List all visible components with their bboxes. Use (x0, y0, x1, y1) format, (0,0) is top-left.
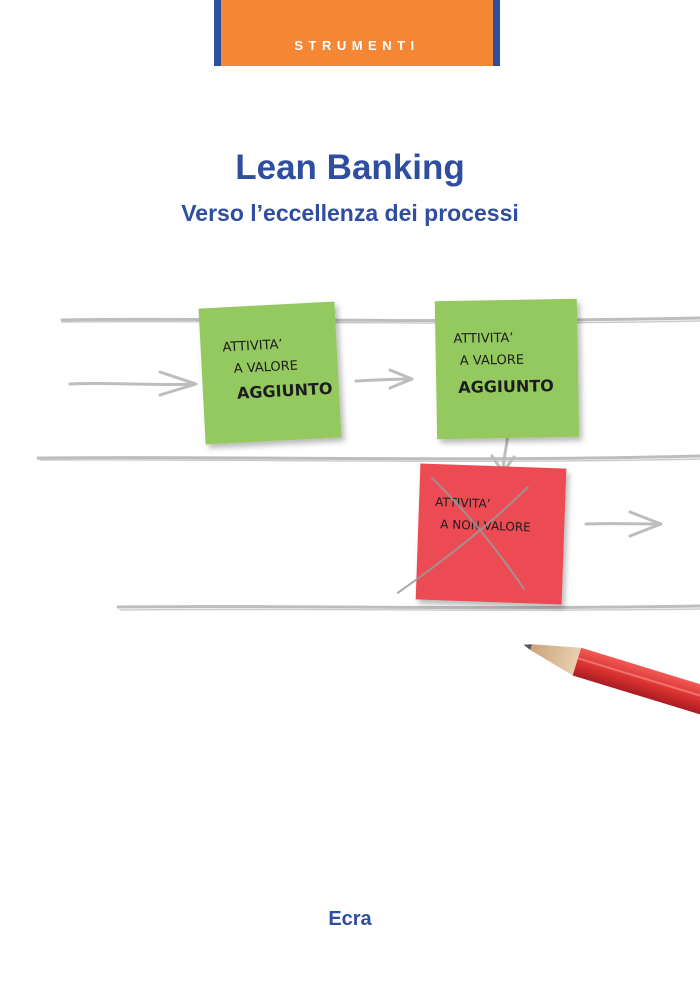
svg-text:ATTIVITA’ A NON VALORE: ATTIVITA’ A NON VALORE (434, 495, 532, 534)
sticky-note-value-added-1: ATTIVITA’ A VALORE AGGIUNTO (198, 301, 342, 445)
book-subtitle: Verso l’eccellenza dei processi (181, 200, 519, 226)
sketch-arrow-icon (68, 370, 198, 397)
note-1-line-1: ATTIVITA’ (222, 337, 283, 355)
process-line-top (60, 316, 700, 323)
series-tab: STRUMENTI (214, 0, 500, 66)
process-lines (36, 316, 700, 611)
pencil-body (572, 647, 700, 730)
note-2-line-3: AGGIUNTO (458, 376, 554, 397)
series-tab-background (221, 0, 493, 66)
red-pencil-icon (523, 644, 700, 730)
process-line-bottom (116, 604, 700, 610)
cross-out-mark (396, 476, 529, 594)
process-line-middle (36, 454, 700, 461)
sticky-note-non-value: ATTIVITA’ A NON VALORE (396, 463, 567, 605)
book-title: Lean Banking (235, 148, 465, 187)
note-1-line-3: AGGIUNTO (237, 379, 333, 403)
process-illustration: ATTIVITA’ A VALORE AGGIUNTO ATTIVITA’ A … (36, 298, 700, 730)
svg-text:ATTIVITA’ A VALORE: ATTIVITA’ A VALORE AGGIUNTO (222, 335, 333, 404)
sketch-arrow-icon (584, 510, 663, 538)
pencil-tip (523, 644, 533, 650)
note-1-line-2: A VALORE (233, 359, 298, 377)
note-2-line-2: A VALORE (460, 353, 525, 369)
note-2-line-1: ATTIVITA’ (453, 331, 513, 347)
svg-text:ATTIVITA’ A VALORE: ATTIVITA’ A VALORE AGGIUNTO (453, 330, 554, 397)
pencil-wood (530, 644, 582, 676)
publisher-name: Ecra (328, 908, 372, 930)
sketch-arrow-icon (354, 368, 414, 390)
note-3-line-1: ATTIVITA’ (435, 495, 491, 511)
series-label: STRUMENTI (294, 38, 420, 53)
sticky-note-value-added-2: ATTIVITA’ A VALORE AGGIUNTO (434, 298, 580, 440)
